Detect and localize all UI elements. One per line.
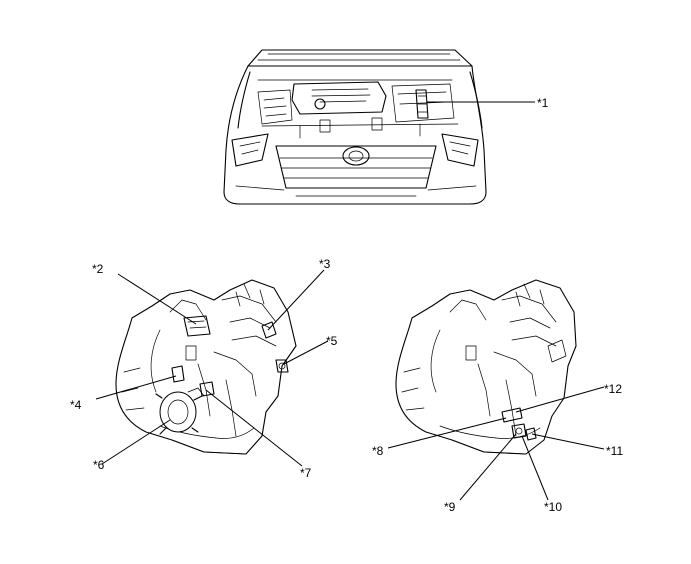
callout-11: *11: [606, 444, 623, 458]
callout-8: *8: [372, 444, 384, 458]
callout-labels: *1 *2 *3 *4 *5 *6 *7 *8 *9 *10 *11 *12: [70, 96, 623, 514]
transaxle-assembly-right-illustration: [395, 279, 577, 455]
callout-10: *10: [544, 500, 562, 514]
leader-line-5: [283, 340, 329, 365]
callout-9: *9: [444, 500, 456, 514]
callout-4: *4: [70, 398, 82, 412]
leader-line-7: [205, 389, 303, 467]
callout-3: *3: [319, 257, 331, 271]
leader-lines: [95, 101, 605, 501]
callout-1: *1: [537, 96, 549, 110]
vehicle-engine-bay-illustration: [223, 49, 487, 205]
leader-line-11: [531, 433, 605, 450]
callout-2: *2: [92, 262, 104, 276]
callout-12: *12: [604, 382, 622, 396]
callout-7: *7: [300, 466, 312, 480]
leader-line-9: [459, 433, 517, 501]
leader-line-3: [267, 269, 325, 331]
leader-line-12: [515, 386, 605, 413]
callout-6: *6: [93, 458, 105, 472]
leader-line-10: [521, 435, 549, 501]
leader-line-2: [117, 273, 197, 325]
leader-line-8: [387, 417, 507, 449]
transaxle-assembly-left-illustration: [115, 279, 297, 455]
leader-line-4: [95, 375, 177, 400]
callout-5: *5: [326, 334, 338, 348]
leader-line-6: [101, 419, 171, 465]
